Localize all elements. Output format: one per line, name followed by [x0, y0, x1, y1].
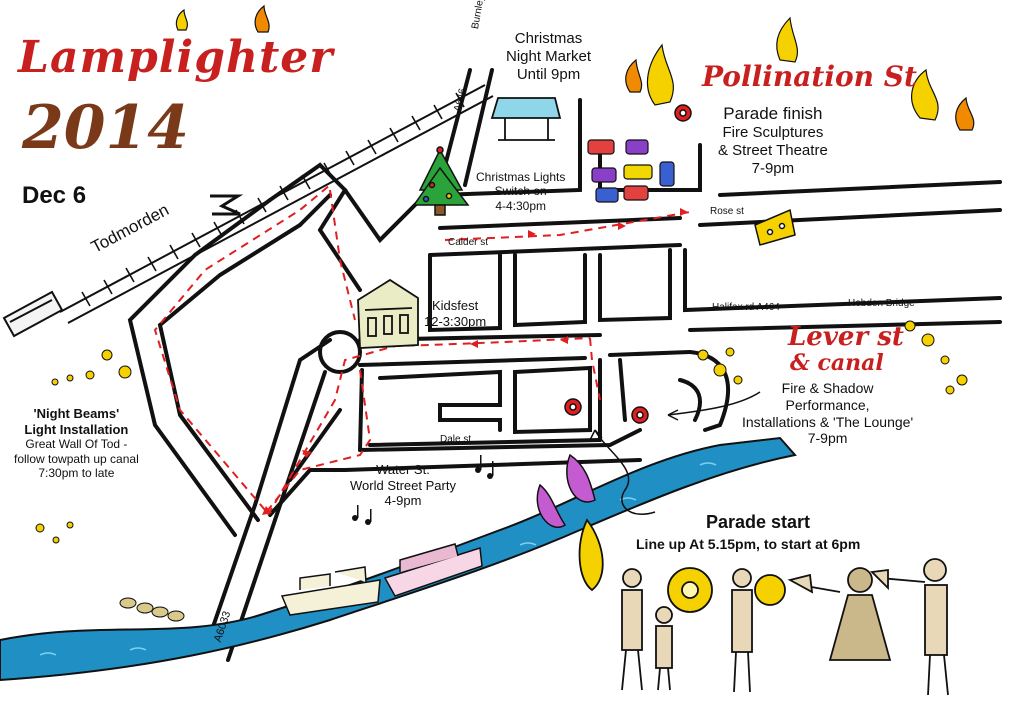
night-beams-line5: 7:30pm to late: [38, 465, 115, 480]
kidsfest-line1: Kidsfest: [431, 298, 479, 313]
night-beams-line4: follow towpath up canal: [14, 451, 139, 466]
pink-lanterns-icon: [536, 453, 596, 528]
flames-icon: [175, 4, 975, 131]
street-label-halifax-rd: Halifax rd A464: [712, 302, 780, 313]
town-hall-icon: [357, 278, 419, 349]
lever-st-line3: Installations & 'The Lounge': [742, 413, 914, 430]
market-stall-icon: [490, 97, 562, 141]
pollination-line1: Parade finish: [723, 104, 823, 123]
parade-figures-icon: [578, 518, 949, 696]
parade-start-lineup: Line up At 5.15pm, to start at: [636, 536, 832, 552]
christmas-lights-label: Christmas Lights Switch on 4-4:30pm: [476, 170, 565, 213]
lever-st-line1: Fire & Shadow: [781, 380, 874, 396]
ducks-icon: [119, 597, 185, 622]
lever-st-details: Fire & Shadow Performance, Installations…: [742, 380, 913, 447]
street-label-dale-st: Dale st: [440, 434, 472, 445]
kidsfest-label: Kidsfest 12-3:30pm: [424, 298, 486, 329]
christmas-lights-line1: Christmas Lights: [476, 170, 566, 184]
christmas-market-line1: Christmas: [514, 30, 583, 47]
cheese-icon: [754, 208, 796, 246]
christmas-market-line2: Night Market: [506, 48, 592, 65]
lever-st-pointer: [667, 391, 761, 421]
christmas-market-line3: Until 9pm: [516, 66, 581, 83]
title-year: 2014: [22, 93, 189, 163]
parade-start-pointer: [589, 429, 656, 515]
canal-boat-left-icon: [280, 566, 381, 616]
lever-st-line2: Performance,: [785, 396, 870, 413]
canal: [0, 436, 797, 682]
lever-st-line4: 7-9pm: [807, 430, 848, 447]
water-st-label: Water St. World Street Party 4-9pm: [350, 462, 456, 509]
lantern-dots-icon: [35, 320, 968, 544]
railway-station-icon: [210, 194, 244, 216]
christmas-lights-line3: 4-4:30pm: [495, 198, 547, 213]
christmas-market-label: Christmas Night Market Until 9pm: [506, 30, 591, 84]
street-label-hebden-bridge: Hebden Bridge: [848, 298, 915, 309]
canal-boat-right-icon: [383, 543, 483, 597]
pollination-st-name: Pollination St: [702, 60, 917, 93]
christmas-tree-icon: [412, 146, 470, 216]
night-beams-line2: Light Installation: [24, 421, 129, 437]
pollination-line3: & Street Theatre: [718, 142, 828, 160]
parade-route: [153, 184, 691, 516]
lever-st-canal-name: & canal: [790, 350, 884, 376]
lever-st-name: Lever st: [788, 322, 904, 352]
parked-cars-icon: [587, 139, 675, 203]
water-st-line3: 4-9pm: [384, 493, 422, 509]
street-label-calder-st: Calder st: [448, 237, 489, 248]
route-arrows: [262, 208, 688, 515]
pollination-line4: 7-9pm: [751, 160, 795, 178]
night-beams-label: 'Night Beams' Light Installation Great W…: [14, 406, 139, 480]
kidsfest-line2: 12-3:30pm: [424, 313, 487, 329]
event-date: Dec 6: [22, 182, 87, 209]
target-markers-icon: [564, 104, 692, 424]
street-network: [127, 68, 1002, 662]
pollination-line2: Fire Sculptures: [722, 124, 824, 142]
night-beams-line3: Great Wall Of Tod -: [25, 437, 128, 452]
street-label-rose-st: Rose st: [710, 206, 744, 217]
water-st-line1: Water St.: [376, 462, 430, 477]
title-lamplighter: Lamplighter: [18, 32, 334, 83]
night-beams-line1: 'Night Beams': [33, 406, 120, 421]
music-notes-icon: [352, 455, 494, 525]
train-icon: [2, 290, 64, 338]
christmas-lights-line2: Switch on: [494, 184, 547, 199]
parade-start-time: 6pm: [831, 536, 861, 552]
parade-start-title: Parade start: [706, 512, 811, 532]
pollination-st-details: Parade finish Fire Sculptures & Street T…: [718, 104, 828, 178]
parade-start-details: Line up At 5.15pm, to start at 6pm: [636, 536, 860, 553]
water-st-line2: World Street Party: [350, 477, 456, 493]
